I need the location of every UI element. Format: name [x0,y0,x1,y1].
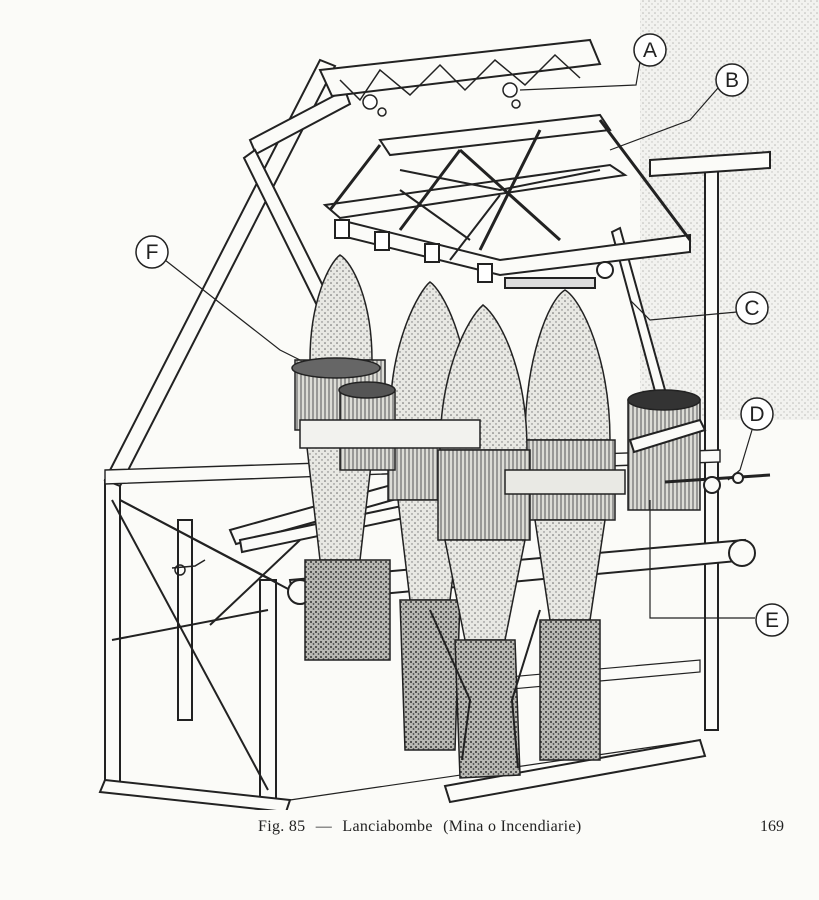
figure-title: Lanciabombe [342,818,433,835]
figure-subtitle: (Mina o Incendiarie) [443,818,582,835]
svg-text:E: E [765,609,779,632]
callout-b: B [715,63,749,97]
figure-label: Fig. 85 [258,818,306,835]
svg-text:F: F [146,241,159,264]
callout-c: C [735,291,769,325]
side-clip [171,559,206,576]
bomb-launcher-illustration: A B C D E F [98,0,819,810]
svg-text:B: B [725,69,739,92]
page-number: 169 [760,818,784,835]
bombs [291,254,701,779]
callout-leaders [164,61,755,619]
callout-a: A [633,33,667,67]
upper-truss [339,53,581,117]
svg-text:C: C [744,297,759,320]
release-lever [628,418,771,494]
bomb-carrier-frame [322,113,692,289]
callout-e: E [755,603,789,637]
tubular-frame [98,38,771,810]
svg-text:D: D [749,403,764,426]
callout-f: F [135,235,169,269]
svg-text:A: A [643,39,657,62]
callout-d: D [740,397,774,431]
caption-dash: — [315,818,333,835]
figure-caption: Fig. 85 — Lanciabombe (Mina o Incendiari… [258,818,587,836]
